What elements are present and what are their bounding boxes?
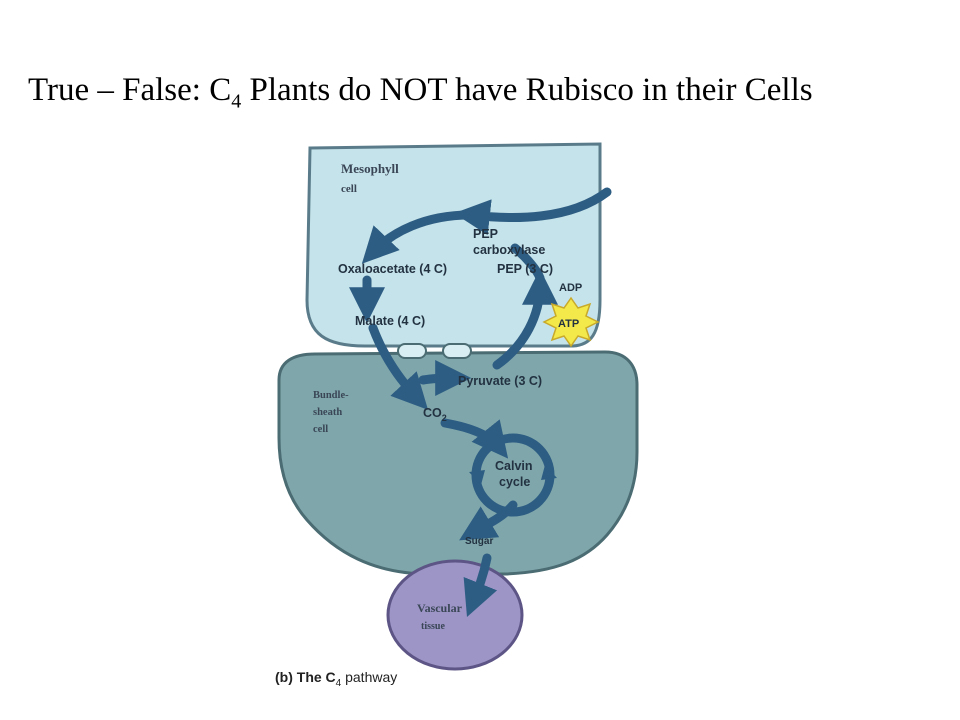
- atp-star: [542, 296, 600, 348]
- pyruvate-to-pep-arrow: [492, 268, 558, 370]
- bundle-sheath-label: cell: [313, 424, 328, 435]
- malate-label: Malate (4 C): [355, 314, 425, 328]
- adp-label: ADP: [559, 282, 582, 294]
- calvin-cycle-arrowhead: [469, 470, 485, 485]
- bundle-sheath-label: sheath: [313, 407, 342, 418]
- c4-pathway-diagram: Mesophyll cell PEP carboxylase Oxaloacet…: [275, 142, 639, 689]
- vascular-tissue: [386, 559, 524, 671]
- pep-to-oxaloacetate-arrow: [361, 210, 475, 264]
- carboxylase-arc: [510, 243, 545, 283]
- vascular-tissue-label: tissue: [421, 621, 445, 632]
- plasmodesma: [397, 343, 427, 359]
- pyruvate-flow-arrow: [418, 360, 472, 397]
- co2-label: CO2: [423, 406, 447, 423]
- malate-to-co2-arrow: [368, 323, 429, 410]
- pep-carboxylase-label: PEP: [473, 227, 498, 241]
- pyruvate-label: Pyruvate (3 C): [458, 374, 542, 388]
- sugar-to-vascular-arrow: [463, 553, 498, 618]
- pep-carboxylase-label: carboxylase: [473, 243, 545, 257]
- calvin-cycle-arrowhead: [541, 465, 557, 480]
- vascular-tissue-label: Vascular: [417, 601, 463, 615]
- slide-title: True – False: C4 Plants do NOT have Rubi…: [28, 72, 813, 113]
- co2-input-arrow: [453, 187, 612, 236]
- oxaloacetate-label: Oxaloacetate (4 C): [338, 262, 447, 276]
- atp-label: ATP: [558, 318, 579, 330]
- calvin-cycle-label: Calvin: [495, 459, 533, 473]
- pep-label: PEP (3 C): [497, 262, 553, 276]
- plasmodesma: [442, 343, 472, 359]
- sugar-label: Sugar: [465, 536, 493, 547]
- mesophyll-label: Mesophyll: [341, 161, 399, 176]
- bundle-sheath-label: Bundle-: [313, 390, 349, 401]
- calvin-cycle-label: cycle: [499, 475, 530, 489]
- mesophyll-label: cell: [341, 183, 357, 195]
- figure-caption: (b) The C4 pathway: [275, 669, 397, 689]
